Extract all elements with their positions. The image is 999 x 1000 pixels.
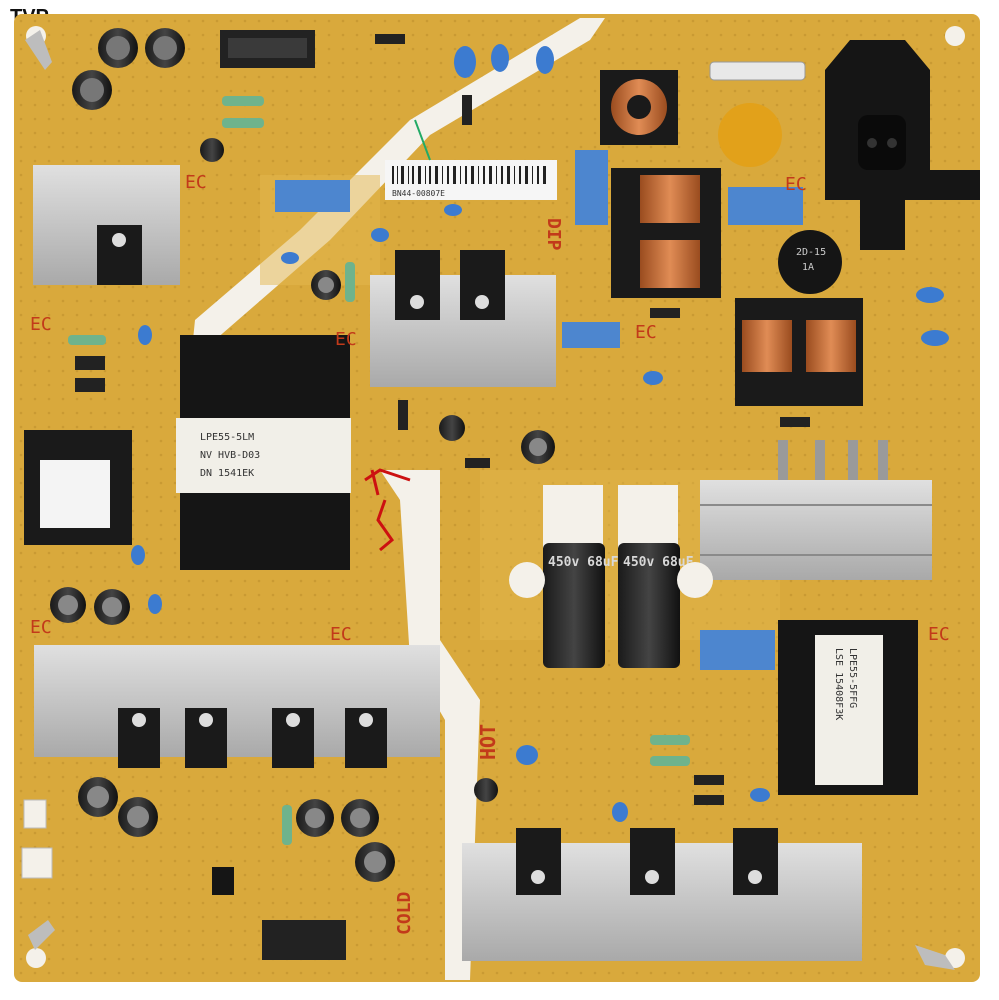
output-header [778, 440, 888, 480]
svg-text:HOT: HOT [476, 724, 500, 760]
svg-text:450v 68uF: 450v 68uF [548, 555, 619, 570]
svg-text:DIP: DIP [543, 218, 564, 251]
ac-inlet-connector [825, 40, 980, 250]
svg-text:EC: EC [335, 329, 357, 350]
standby-transformer [24, 430, 132, 545]
heatsink-right [700, 480, 932, 580]
connector-bottom [262, 920, 346, 960]
bulk-capacitors: 450v 68uF 450v 68uF [509, 485, 713, 668]
svg-text:450v 68uF: 450v 68uF [623, 555, 694, 570]
to220-transistors [97, 225, 778, 895]
svg-text:BN44-00807E: BN44-00807E [392, 189, 445, 198]
svg-text:DN 1541EK: DN 1541EK [200, 468, 254, 479]
svg-text:EC: EC [635, 322, 657, 343]
svg-text:LPE55-5LM: LPE55-5LM [200, 432, 254, 443]
svg-text:EC: EC [330, 624, 352, 645]
svg-text:NV HVB-D03: NV HVB-D03 [200, 450, 260, 461]
small-electrolytic-caps [50, 28, 555, 882]
svg-text:EC: EC [785, 174, 807, 195]
svg-text:COLD: COLD [394, 891, 415, 935]
film-capacitors [275, 150, 803, 670]
svg-text:EC: EC [185, 172, 207, 193]
svg-text:LPE55-5FFG: LPE55-5FFG [847, 648, 858, 708]
handwritten-red-mark [364, 468, 411, 552]
common-mode-chokes [600, 70, 863, 406]
resistors-diodes [68, 34, 810, 895]
barcode-label: BN44-00807E [385, 160, 557, 200]
varistor [718, 103, 782, 167]
pfc-transformer: LPE55-5FFG LSE 15408F3K [778, 620, 918, 795]
svg-text:EC: EC [30, 314, 52, 335]
svg-text:LSE 15408F3K: LSE 15408F3K [833, 648, 844, 720]
white-connector [23, 799, 47, 829]
svg-text:2D-15: 2D-15 [796, 247, 826, 258]
ceramic-capacitors [131, 44, 949, 822]
white-connector [21, 847, 53, 879]
mounting-hole [945, 26, 965, 46]
isolation-slot-lower [380, 470, 480, 980]
svg-text:1A: 1A [802, 262, 814, 273]
mounting-hole [26, 948, 46, 968]
main-transformer: LPE55-5LM NV HVB-D03 DN 1541EK [176, 335, 351, 570]
svg-text:EC: EC [30, 617, 52, 638]
fuse [709, 61, 806, 81]
ntc-thermistor: 2D-15 1A [778, 230, 842, 294]
svg-text:EC: EC [928, 624, 950, 645]
